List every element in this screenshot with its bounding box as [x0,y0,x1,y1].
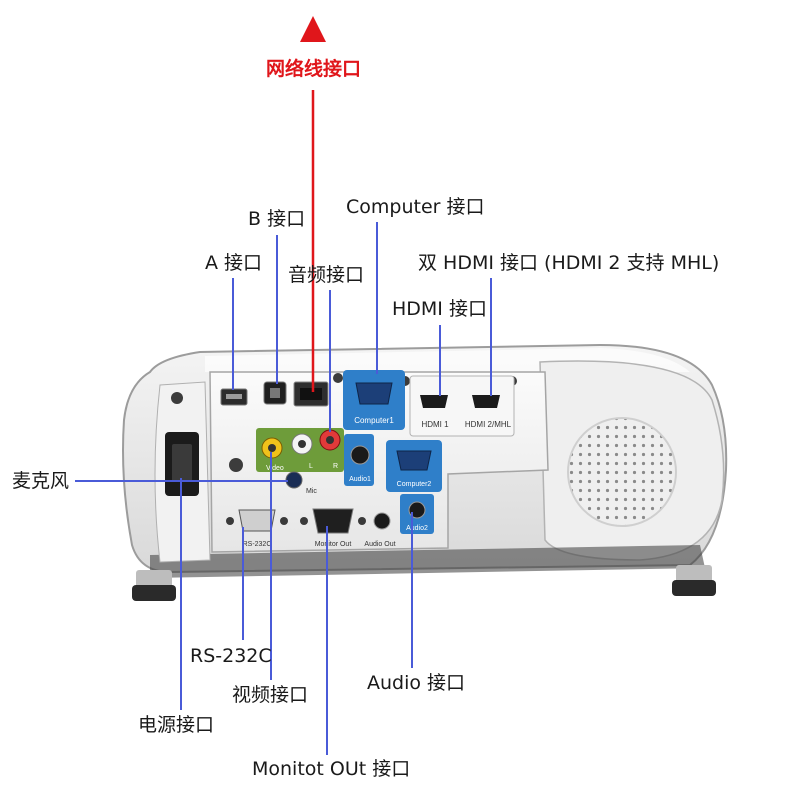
label-audio-input: 音频接口 [288,264,365,286]
audio1-jack[interactable] [350,445,370,465]
audio-out-jack[interactable] [373,512,391,530]
hdmi2-port[interactable] [472,395,500,408]
rs232c-port[interactable] [226,509,288,532]
audio1-label: Audio1 [349,476,371,483]
label-computer-port: Computer 接口 [346,196,485,218]
usb-b-port[interactable] [263,381,287,405]
l-jack-label: L [309,463,313,470]
computer1-port[interactable] [355,382,393,405]
audio-r-rca-jack[interactable] [319,429,341,451]
hdmi2-label: HDMI 2/MHL [465,420,512,429]
audio-out-panel-label: Audio Out [364,541,395,548]
label-a-port: A 接口 [205,252,263,274]
projector-feet [132,565,716,601]
video-rca-jack[interactable] [261,437,283,459]
label-dual-hdmi: 双 HDMI 接口 (HDMI 2 支持 MHL) [418,252,720,274]
computer1-label: Computer1 [354,416,394,425]
label-hdmi-port: HDMI 接口 [392,298,487,320]
label-video-port: 视频接口 [232,684,309,706]
hdmi1-label: HDMI 1 [421,420,449,429]
rs232c-panel-label: RS-232C [243,541,272,548]
computer2-port[interactable] [396,450,432,471]
label-b-port: B 接口 [248,208,306,230]
leader-lines [75,222,492,755]
speaker-grille [567,417,677,527]
label-monitor-out: Monitot OUt 接口 [252,758,411,780]
mic-jack-label: Mic [306,488,317,495]
label-rs232c: RS-232C [190,645,272,667]
r-jack-label: R [333,463,338,470]
video-jack-label: Video [266,465,284,472]
usb-a-port[interactable] [220,388,248,406]
label-power-port: 电源接口 [138,714,215,736]
monitor-out-port[interactable] [300,508,366,534]
arrow-up-icon [300,16,326,42]
lan-port[interactable] [293,381,329,407]
audio2-label: Audio2 [406,525,428,532]
computer2-label: Computer2 [397,481,432,488]
hdmi-panel [409,375,515,437]
label-microphone: 麦克风 [12,470,70,492]
monitor-out-panel-label: Monitor Out [315,541,352,548]
network-indicator [300,16,326,392]
label-network-port: 网络线接口 [266,58,362,80]
label-audio-port: Audio 接口 [367,672,466,694]
audio-l-rca-jack[interactable] [291,433,313,455]
mic-jack[interactable] [285,471,303,489]
hdmi1-port[interactable] [420,395,448,408]
